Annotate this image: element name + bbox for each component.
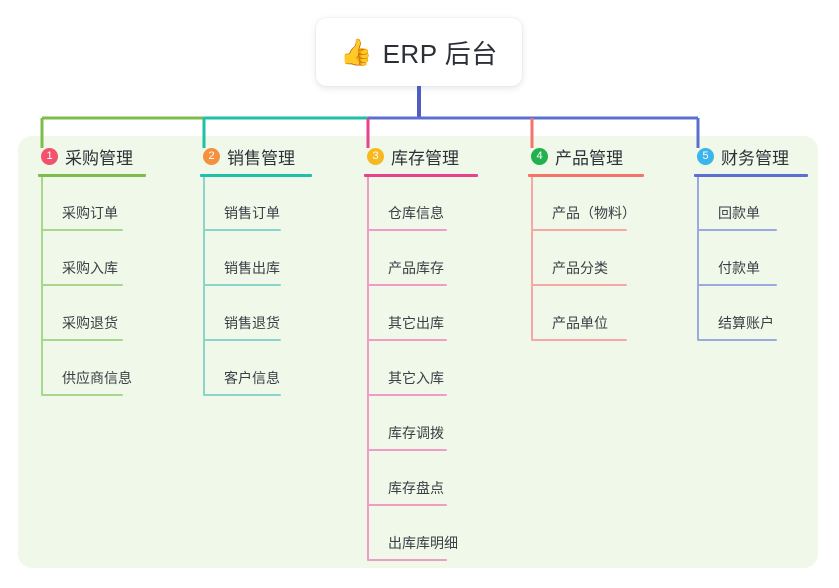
branch-underline — [528, 174, 644, 177]
leaf-underline — [41, 284, 123, 286]
branch-badge-3: 3 — [367, 147, 384, 165]
leaf-underline — [203, 229, 281, 231]
branch-title: 销售管理 — [227, 148, 295, 168]
leaf-label: 出库库明细 — [388, 535, 458, 551]
leaf-underline — [367, 449, 447, 451]
branch-title: 采购管理 — [65, 148, 133, 168]
thumbs-up-icon: 👍 — [340, 37, 373, 67]
leaf-underline — [203, 284, 281, 286]
leaf-underline — [531, 339, 627, 341]
branch-badge-5: 5 — [697, 147, 714, 165]
leaf-underline — [41, 394, 123, 396]
leaf-underline — [367, 394, 447, 396]
branch-title: 产品管理 — [555, 148, 623, 168]
leaf-item[interactable]: 产品库存 — [364, 258, 447, 286]
leaf-underline — [697, 284, 777, 286]
leaf-label: 产品（物料） — [552, 205, 636, 221]
leaf-underline — [367, 559, 447, 561]
leaf-label: 仓库信息 — [388, 205, 444, 221]
leaf-item[interactable]: 库存盘点 — [364, 478, 447, 506]
branch-column-2: 2 销售管理销售订单销售出库销售退货客户信息 — [200, 143, 312, 396]
leaf-underline — [203, 394, 281, 396]
branch-header-4[interactable]: 4 产品管理 — [528, 143, 644, 169]
branch-column-3: 3 库存管理仓库信息产品库存其它出库其它入库库存调拨库存盘点出库库明细 — [364, 143, 478, 561]
branch-badge-4: 4 — [531, 147, 548, 165]
leaf-item[interactable]: 结算账户 — [694, 313, 777, 341]
branch-header-1[interactable]: 1 采购管理 — [38, 143, 146, 169]
root-title: ERP 后台 — [382, 38, 498, 69]
leaf-item[interactable]: 采购退货 — [38, 313, 123, 341]
leaf-item[interactable]: 销售退货 — [200, 313, 281, 341]
leaf-label: 其它出库 — [388, 315, 444, 331]
root-node[interactable]: 👍 ERP 后台 — [316, 18, 522, 86]
leaf-item[interactable]: 库存调拨 — [364, 423, 447, 451]
mindmap-panel — [18, 136, 818, 568]
leaf-label: 产品单位 — [552, 315, 608, 331]
branch-badge-2: 2 — [203, 147, 220, 165]
leaf-item[interactable]: 客户信息 — [200, 368, 281, 396]
leaf-item[interactable]: 采购入库 — [38, 258, 123, 286]
leaf-label: 销售出库 — [224, 260, 280, 276]
leaf-item[interactable]: 销售出库 — [200, 258, 281, 286]
leaf-item[interactable]: 出库库明细 — [364, 533, 458, 561]
leaf-underline — [367, 284, 447, 286]
leaf-label: 供应商信息 — [62, 370, 132, 386]
branch-underline — [200, 174, 312, 177]
leaf-label: 产品库存 — [388, 260, 444, 276]
branch-column-5: 5 财务管理回款单付款单结算账户 — [694, 143, 808, 341]
leaf-label: 产品分类 — [552, 260, 608, 276]
leaf-label: 采购入库 — [62, 260, 118, 276]
leaf-item[interactable]: 产品（物料） — [528, 203, 636, 231]
leaf-item[interactable]: 付款单 — [694, 258, 777, 286]
leaf-underline — [203, 339, 281, 341]
leaf-underline — [367, 504, 447, 506]
leaf-underline — [41, 339, 123, 341]
branch-header-5[interactable]: 5 财务管理 — [694, 143, 808, 169]
leaf-label: 其它入库 — [388, 370, 444, 386]
leaf-item[interactable]: 供应商信息 — [38, 368, 132, 396]
leaf-item[interactable]: 产品单位 — [528, 313, 627, 341]
leaf-underline — [367, 339, 447, 341]
branch-underline — [364, 174, 478, 177]
branch-column-1: 1 采购管理采购订单采购入库采购退货供应商信息 — [38, 143, 146, 396]
branch-underline — [694, 174, 808, 177]
branch-title: 库存管理 — [391, 148, 459, 168]
leaf-item[interactable]: 其它出库 — [364, 313, 447, 341]
leaf-underline — [697, 229, 777, 231]
leaf-item[interactable]: 回款单 — [694, 203, 777, 231]
leaf-label: 销售退货 — [224, 315, 280, 331]
leaf-underline — [367, 229, 447, 231]
branch-underline — [38, 174, 146, 177]
leaf-item[interactable]: 采购订单 — [38, 203, 123, 231]
leaf-item[interactable]: 产品分类 — [528, 258, 627, 286]
branch-title: 财务管理 — [721, 148, 789, 168]
branch-header-2[interactable]: 2 销售管理 — [200, 143, 312, 169]
branch-column-4: 4 产品管理产品（物料） 产品分类产品单位 — [528, 143, 644, 341]
leaf-underline — [531, 229, 627, 231]
leaf-item[interactable]: 仓库信息 — [364, 203, 447, 231]
leaf-item[interactable]: 其它入库 — [364, 368, 447, 396]
branch-header-3[interactable]: 3 库存管理 — [364, 143, 478, 169]
leaf-label: 结算账户 — [718, 315, 774, 331]
leaf-label: 库存盘点 — [388, 480, 444, 496]
leaf-label: 采购订单 — [62, 205, 118, 221]
leaf-label: 库存调拨 — [388, 425, 444, 441]
branch-badge-1: 1 — [41, 147, 58, 165]
leaf-underline — [697, 339, 777, 341]
leaf-label: 采购退货 — [62, 315, 118, 331]
leaf-label: 回款单 — [718, 205, 760, 221]
leaf-item[interactable]: 销售订单 — [200, 203, 281, 231]
leaf-label: 销售订单 — [224, 205, 280, 221]
leaf-underline — [41, 229, 123, 231]
leaf-label: 客户信息 — [224, 370, 280, 386]
leaf-label: 付款单 — [718, 260, 760, 276]
leaf-underline — [531, 284, 627, 286]
